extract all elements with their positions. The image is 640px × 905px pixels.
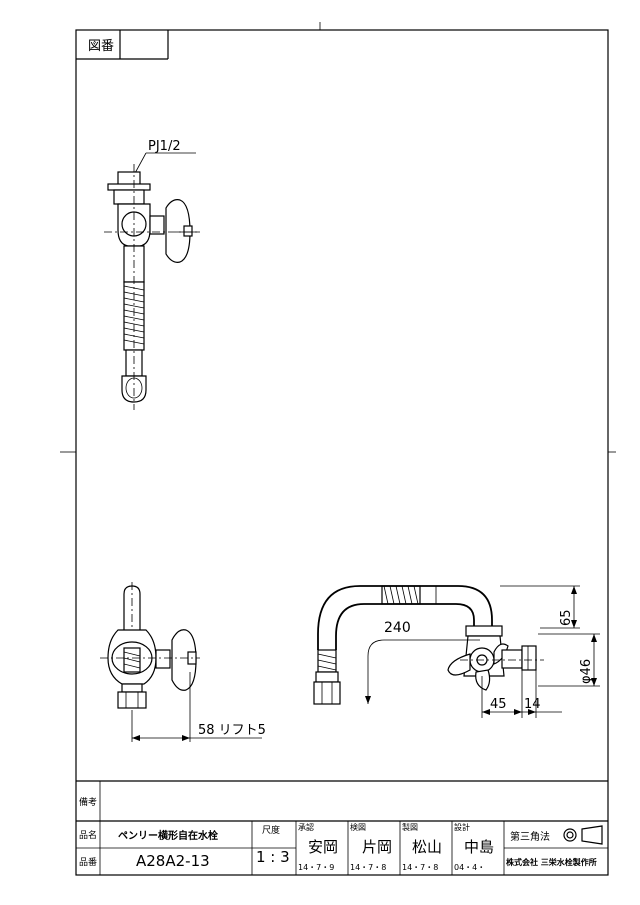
company-name: 株式会社 三栄水栓製作所	[506, 857, 597, 867]
product-name: ペンリー横形自在水栓	[118, 829, 218, 842]
dim-lift: 58 リフト5	[198, 723, 266, 738]
projection-label: 第三角法	[510, 830, 550, 843]
product-number: A28A2-13	[136, 852, 210, 870]
scale-label: 尺度	[262, 824, 280, 836]
name-label: 品名	[79, 829, 97, 841]
approve-name: 安岡	[308, 838, 338, 856]
design-date: 04・4・	[454, 863, 485, 872]
number-label: 品番	[79, 856, 97, 868]
check-date: 14・7・8	[350, 863, 386, 872]
dim-length: 240	[384, 620, 411, 636]
approve-label: 承認	[298, 822, 314, 832]
draw-name: 松山	[412, 838, 442, 856]
drawing-number-box: 図番	[76, 30, 169, 60]
faucet-elevation-view: 240 65 φ46 45 14	[313, 585, 600, 718]
design-label: 設計	[454, 822, 470, 832]
design-name: 中島	[464, 838, 494, 856]
draw-date: 14・7・8	[402, 863, 438, 872]
dim-height: 65	[559, 609, 574, 626]
callout-pj: PJ1/2	[148, 139, 181, 154]
check-label: 検図	[350, 822, 366, 832]
check-name: 片岡	[362, 838, 392, 856]
drawing-border	[75, 29, 609, 876]
scale-value: 1 : 3	[256, 848, 290, 866]
drawing-no-label: 図番	[88, 39, 114, 54]
faucet-front-view: 58 リフト5	[100, 582, 266, 742]
approve-date: 14・7・9	[298, 863, 334, 872]
dim-diameter: φ46	[579, 659, 594, 684]
third-angle-symbol	[563, 825, 603, 845]
title-block: 備考 品名 品番 ペンリー横形自在水栓 A28A2-13 尺度 1 : 3 承認…	[76, 780, 608, 875]
dim-offset-a: 45	[490, 697, 507, 712]
draw-label: 製図	[402, 822, 418, 832]
dim-offset-b: 14	[524, 697, 541, 712]
remarks-label: 備考	[79, 796, 97, 808]
faucet-side-view-top: PJ1/2	[104, 139, 200, 410]
